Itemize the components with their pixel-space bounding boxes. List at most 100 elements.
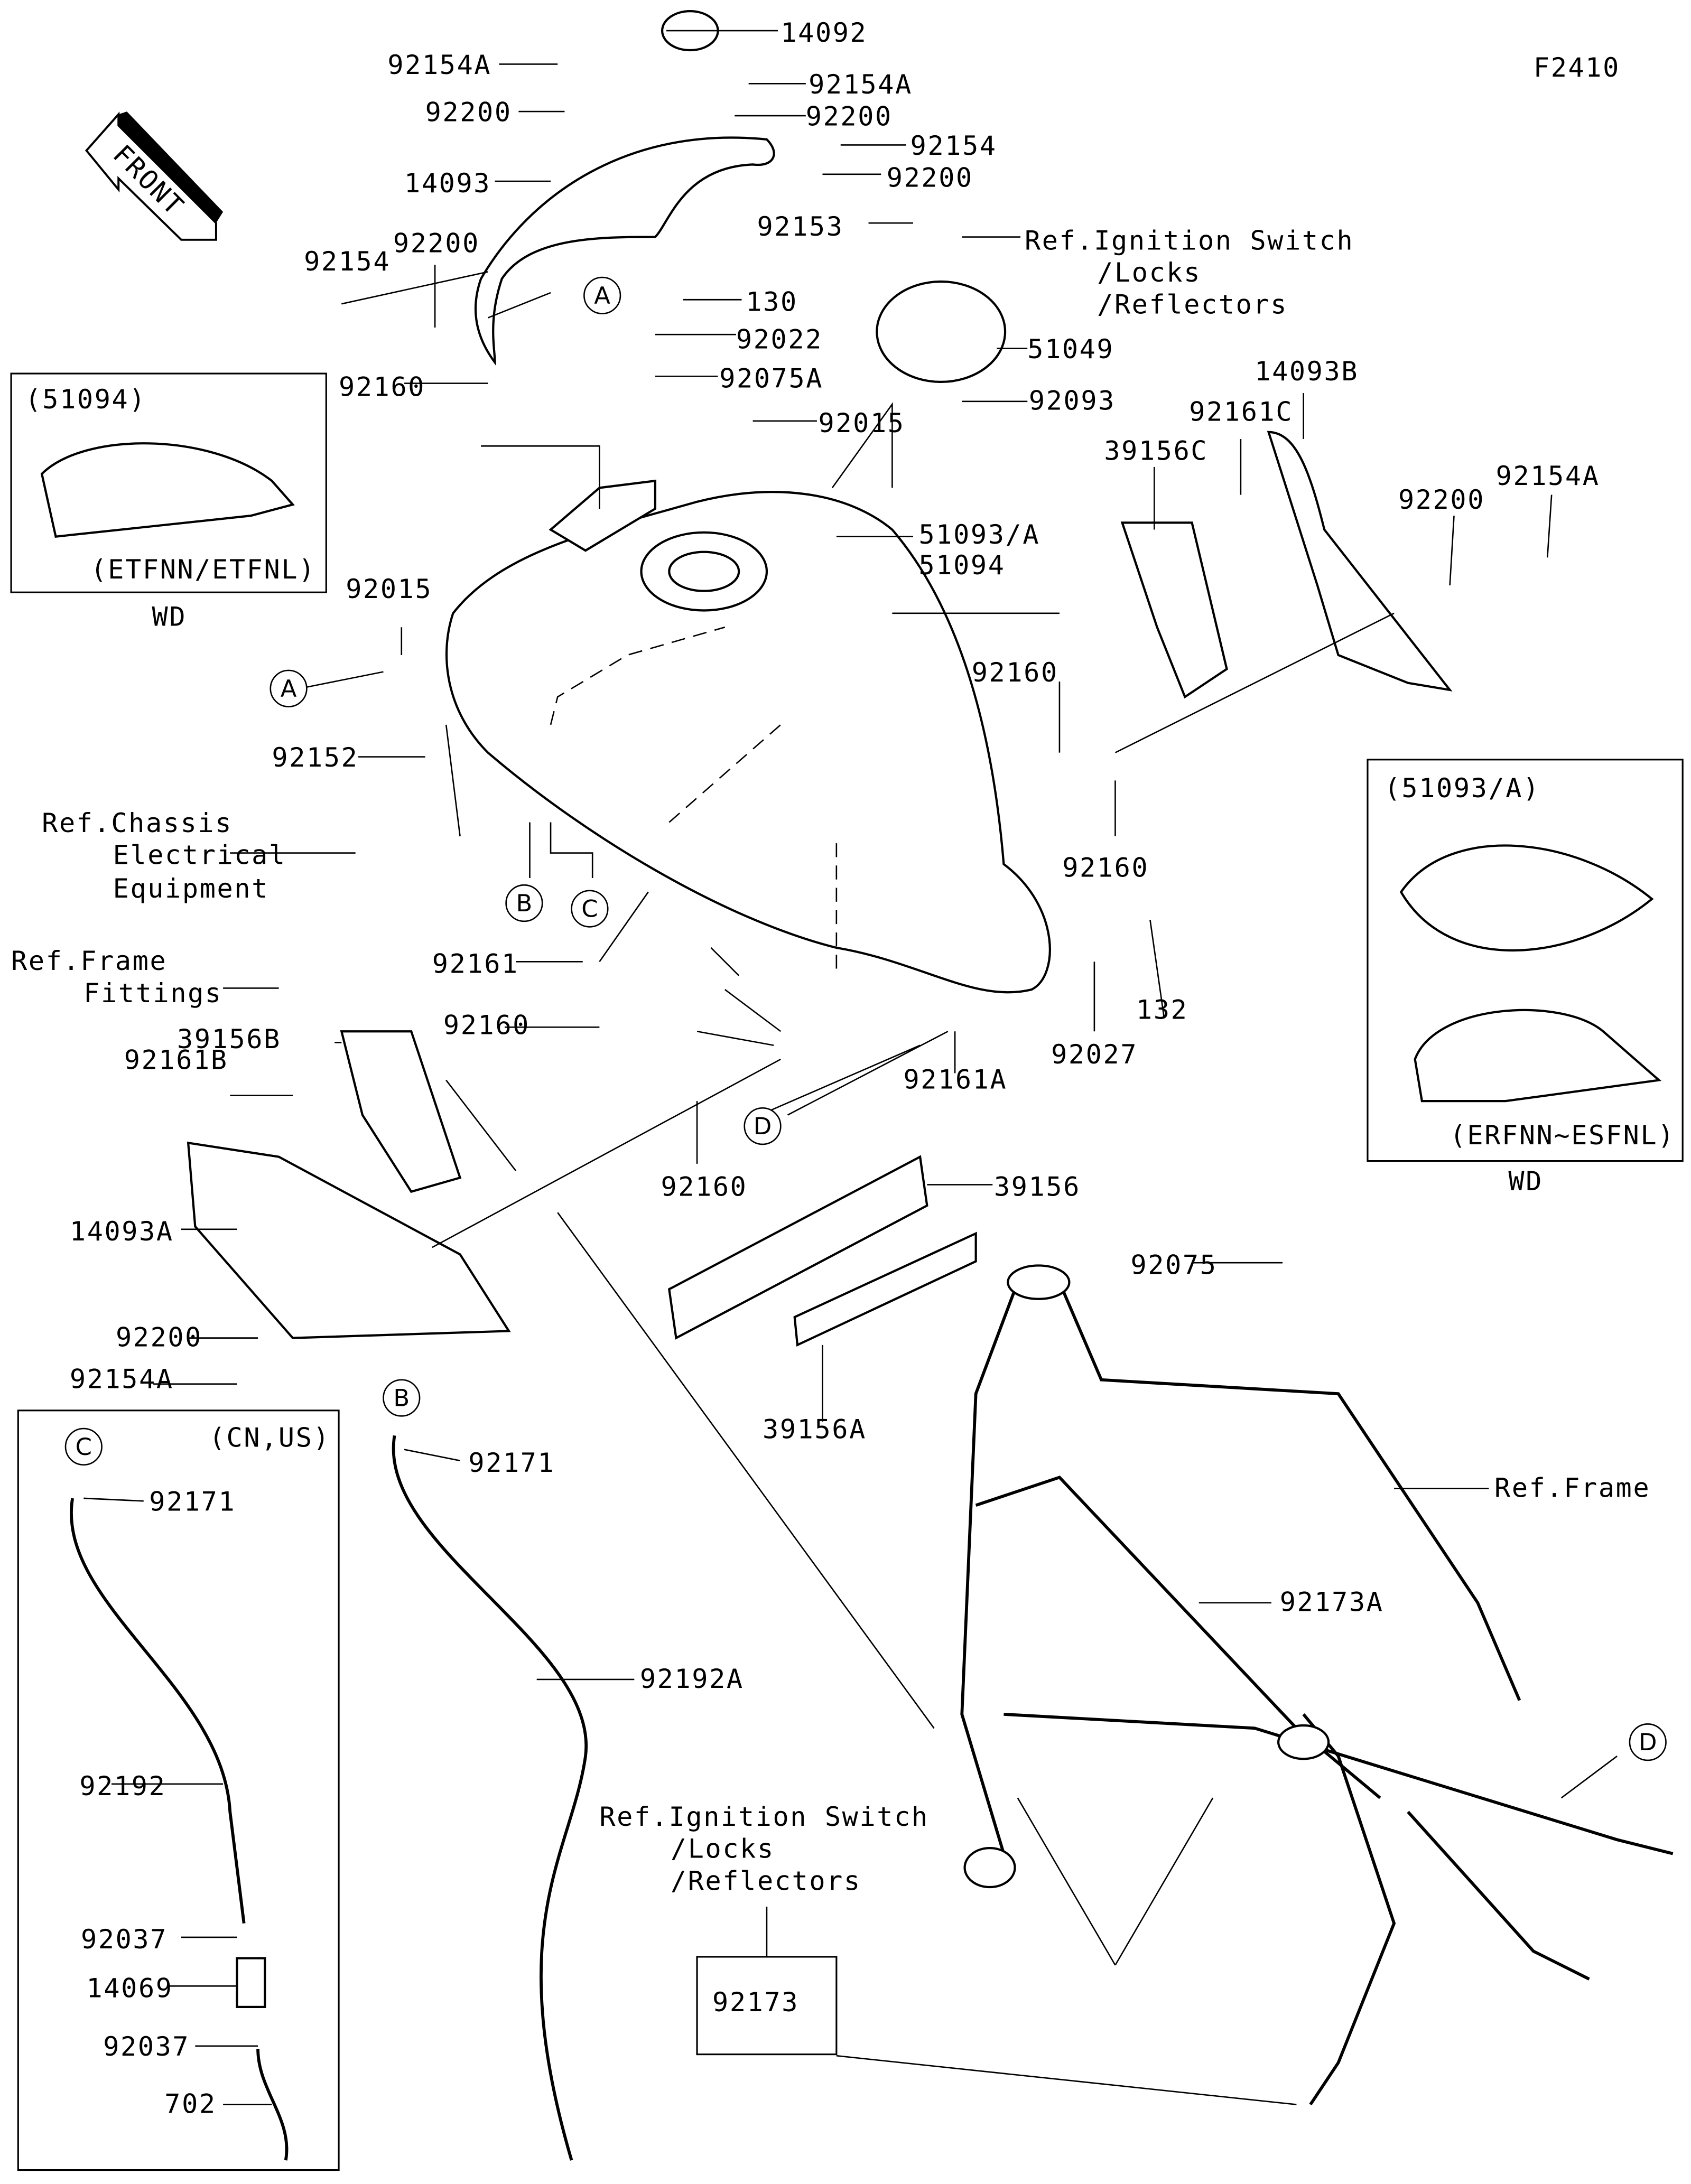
reference-note-line: Ref.Ignition Switch xyxy=(1025,225,1354,256)
reference-note-line: Electrical xyxy=(113,839,286,871)
part-label-92200: 92200 xyxy=(116,1321,202,1352)
part-label-92200: 92200 xyxy=(887,162,973,193)
part-label-39156a: 39156A xyxy=(763,1414,867,1445)
svg-text:A: A xyxy=(594,282,610,310)
part-label-92192: 92192 xyxy=(79,1770,166,1802)
reference-note-line: Ref.Ignition Switch xyxy=(599,1801,928,1832)
ref-group-box xyxy=(696,1956,838,2056)
part-label-92154: 92154 xyxy=(304,246,391,277)
part-label-92154a: 92154A xyxy=(1496,460,1600,491)
part-label-14093a: 14093A xyxy=(70,1216,174,1247)
pad-39156C xyxy=(1120,521,1228,699)
fuel-tank xyxy=(445,479,1051,994)
reference-note-line: Fittings xyxy=(83,977,222,1009)
part-label-92015: 92015 xyxy=(346,573,432,604)
part-label-39156c: 39156C xyxy=(1104,435,1208,466)
part-label-92160: 92160 xyxy=(661,1171,747,1202)
callout-d: D xyxy=(1629,1723,1667,1761)
svg-text:A: A xyxy=(281,675,297,703)
part-label-92154: 92154 xyxy=(910,130,997,161)
part-label-39156: 39156 xyxy=(994,1171,1081,1202)
part-label-92200: 92200 xyxy=(806,100,893,132)
part-label-92173: 92173 xyxy=(712,1986,799,2018)
reference-note-line: Ref.Frame xyxy=(1494,1472,1650,1503)
part-label-14092: 14092 xyxy=(781,17,867,48)
callout-b: B xyxy=(383,1379,421,1417)
inset-caption: WD xyxy=(152,601,187,632)
part-label-51093a: 51093/A xyxy=(918,519,1040,550)
part-label-132: 132 xyxy=(1136,994,1188,1025)
callout-b: B xyxy=(505,884,543,922)
filter-14069 xyxy=(236,1957,266,2009)
inset-51094 xyxy=(10,372,327,593)
reference-note-line: /Locks xyxy=(671,1833,775,1864)
part-label-92192a: 92192A xyxy=(640,1663,744,1694)
part-label-92154a: 92154A xyxy=(70,1364,174,1395)
part-label-51094: 51094 xyxy=(918,549,1005,581)
inset-51094-tank xyxy=(40,442,295,538)
inset-51093a-tank-top xyxy=(1399,844,1654,952)
part-label-92154a: 92154A xyxy=(809,69,913,100)
reference-note-line: Ref.Frame xyxy=(11,945,167,976)
part-label-92022: 92022 xyxy=(736,324,823,355)
hose-92192 xyxy=(70,1498,289,2161)
part-label-130: 130 xyxy=(746,286,797,317)
part-label-92027: 92027 xyxy=(1051,1039,1138,1070)
reference-note-line: /Reflectors xyxy=(671,1865,861,1896)
inset-variant: (ERFNN~ESFNL) xyxy=(1450,1119,1675,1151)
part-label-92154a: 92154A xyxy=(387,49,491,80)
part-label-92173a: 92173A xyxy=(1280,1586,1384,1618)
part-label-51049: 51049 xyxy=(1027,333,1114,365)
svg-text:C: C xyxy=(76,1433,92,1461)
inset-cn-us xyxy=(17,1410,340,2171)
part-label-92200: 92200 xyxy=(425,97,512,128)
inset-title: (51093/A) xyxy=(1385,772,1540,804)
part-label-92015: 92015 xyxy=(819,407,905,438)
diagram-code: F2410 xyxy=(1534,52,1620,83)
svg-text:B: B xyxy=(393,1384,410,1412)
part-label-92093: 92093 xyxy=(1029,385,1116,416)
part-label-92161: 92161 xyxy=(432,948,519,979)
part-label-92153: 92153 xyxy=(757,211,843,242)
callout-c: C xyxy=(571,890,609,928)
part-label-92160: 92160 xyxy=(1062,852,1149,883)
svg-text:C: C xyxy=(581,895,598,923)
filler-cap-ring xyxy=(876,280,1007,384)
part-label-14069: 14069 xyxy=(87,1972,173,2003)
part-label-14093b: 14093B xyxy=(1255,356,1359,387)
part-label-92200: 92200 xyxy=(393,228,480,259)
pad-39156A xyxy=(793,1231,977,1347)
part-label-39156b: 39156B xyxy=(177,1023,281,1054)
part-label-702: 702 xyxy=(164,2088,216,2119)
part-label-92075: 92075 xyxy=(1130,1249,1217,1280)
side-cover-right xyxy=(1267,431,1453,692)
part-label-92161c: 92161C xyxy=(1189,396,1293,427)
inset-caption: WD xyxy=(1508,1165,1543,1197)
callout-c: C xyxy=(64,1427,103,1466)
part-label-92075a: 92075A xyxy=(719,362,823,394)
side-cover-left xyxy=(187,1141,511,1339)
svg-text:D: D xyxy=(754,1112,772,1140)
reference-note-line: /Locks xyxy=(1097,257,1201,288)
callout-a: A xyxy=(270,669,308,707)
part-label-92161b: 92161B xyxy=(124,1044,228,1075)
callout-d: D xyxy=(744,1107,782,1145)
svg-text:B: B xyxy=(516,889,533,917)
svg-text:D: D xyxy=(1639,1728,1657,1756)
inset-title: (CN,US) xyxy=(209,1422,331,1453)
hose-92192A xyxy=(392,1435,588,2161)
part-label-92160: 92160 xyxy=(339,371,425,402)
part-label-92160: 92160 xyxy=(443,1010,530,1041)
part-label-92037: 92037 xyxy=(81,1924,168,1955)
reference-note-line: /Reflectors xyxy=(1097,289,1288,320)
part-label-92160: 92160 xyxy=(972,657,1058,688)
reference-note-line: Ref.Chassis xyxy=(42,807,233,838)
part-label-92037: 92037 xyxy=(103,2031,190,2062)
callout-a: A xyxy=(583,276,621,314)
part-label-92200: 92200 xyxy=(1398,484,1485,515)
part-label-92152: 92152 xyxy=(272,742,358,773)
part-label-92161a: 92161A xyxy=(903,1063,1007,1095)
inset-51093a-tank-side xyxy=(1414,1009,1662,1103)
inset-variant: (ETFNN/ETFNL) xyxy=(90,554,315,585)
